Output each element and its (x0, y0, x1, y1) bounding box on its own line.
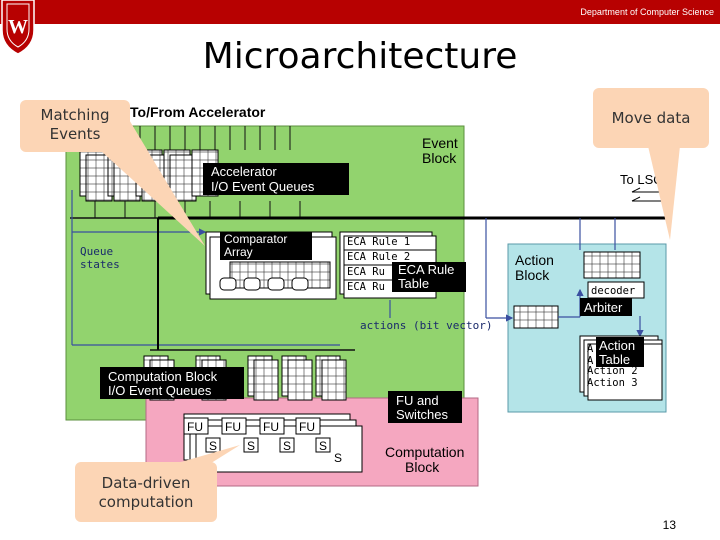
university-crest-icon: W (1, 0, 35, 54)
switch-label-5: S (334, 451, 342, 465)
decoder-label: decoder (591, 285, 635, 297)
action-table-label: Action (599, 338, 635, 353)
arbiter-box (580, 298, 632, 316)
action-table-label-2: Table (599, 352, 630, 367)
computation-block-label-2: Block (405, 459, 440, 475)
eca-rule-4: ECA Ru (347, 281, 385, 293)
fu-label-1: FU (187, 420, 203, 434)
event-block-label-2: Block (422, 150, 457, 166)
to-from-accelerator-label: To/From Accelerator (130, 104, 266, 120)
eca-rule-1: ECA Rule 1 (347, 236, 410, 248)
fu-switches-label-2: Switches (396, 407, 449, 422)
slide-title: Microarchitecture (202, 36, 518, 77)
decoder-register (583, 251, 641, 279)
eca-table-label-box (392, 262, 466, 292)
fu-switches-label-box (388, 391, 462, 423)
switch-label-2: S (247, 439, 255, 453)
eca-rule-2: ECA Rule 2 (347, 251, 410, 263)
switch-label-1: S (209, 439, 217, 453)
comparator-label-box (220, 232, 312, 260)
eca-table-label: ECA Rule (398, 262, 454, 277)
to-lsq-label: To LSQ (620, 172, 663, 187)
matching-events-text: Matching (41, 106, 110, 124)
fu-label-4: FU (299, 420, 315, 434)
action-row-2: Action 2 (587, 365, 638, 377)
fu-switch-grid (183, 413, 363, 473)
fu-switches-label: FU and (396, 393, 439, 408)
page-number: 13 (662, 518, 676, 532)
switch-label-3: S (283, 439, 291, 453)
action-block-label: Action (515, 252, 554, 268)
fu-label-3: FU (263, 420, 279, 434)
comparator-label: Comparator (224, 232, 287, 246)
callout-matching-events: Matching Events (20, 100, 205, 246)
action-table-label-box (596, 337, 644, 367)
matching-events-text-2: Events (50, 125, 101, 143)
actions-bit-vector-label: actions (bit vector) (360, 319, 492, 332)
callout-data-driven: Data-driven computation (75, 445, 240, 522)
action-block-label-2: Block (515, 267, 550, 283)
fu-label-2: FU (225, 420, 241, 434)
event-block-label: Event (422, 135, 458, 151)
comparator-array (205, 231, 337, 300)
action-bit-register (513, 305, 559, 329)
data-driven-text: Data-driven (102, 474, 191, 492)
header-bar: Department of Computer Science (0, 0, 720, 24)
queue-states-label-2: states (80, 258, 120, 271)
accel-queues-label-box (203, 163, 349, 195)
comp-queues-label: Computation Block (108, 369, 218, 384)
crest-letter: W (8, 16, 28, 38)
action-row-1: A (587, 355, 594, 367)
switch-label-4: S (319, 439, 327, 453)
eca-rule-3: ECA Ru (347, 266, 385, 278)
data-driven-text-2: computation (99, 493, 194, 511)
queue-states-label: Queue (80, 245, 113, 258)
accel-queues-label-2: I/O Event Queues (211, 179, 315, 194)
department-name: Department of Computer Science (580, 7, 714, 17)
action-row-0: A (587, 343, 594, 355)
comparator-label-2: Array (224, 245, 253, 259)
comp-queues-label-box (100, 367, 244, 399)
eca-table-label-2: Table (398, 276, 429, 291)
accel-queues-label: Accelerator (211, 164, 277, 179)
comp-queues-label-2: I/O Event Queues (108, 383, 212, 398)
arbiter-label: Arbiter (584, 300, 623, 315)
callout-move-data: Move data (593, 88, 709, 240)
computation-block-label: Computation (385, 444, 464, 460)
move-data-text: Move data (612, 109, 691, 127)
action-row-3: Action 3 (587, 377, 638, 389)
